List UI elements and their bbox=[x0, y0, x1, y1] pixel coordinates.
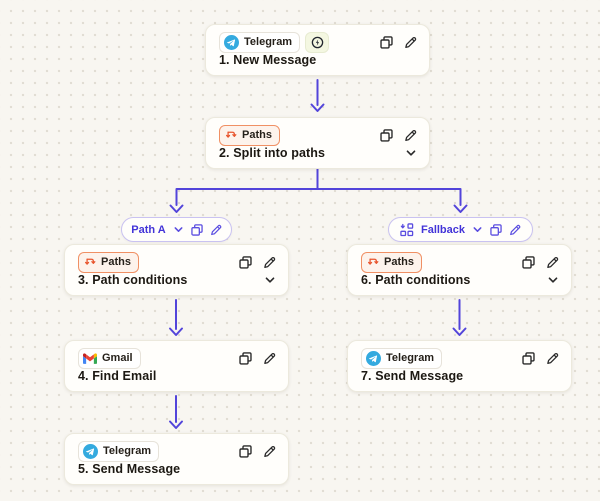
chevron-down-icon[interactable] bbox=[173, 224, 184, 235]
app-badge-label: Paths bbox=[242, 129, 272, 141]
step-card-6-path-conditions[interactable]: Paths 6. Path conditions bbox=[347, 244, 572, 296]
copy-icon[interactable] bbox=[239, 256, 252, 269]
fallback-icon bbox=[400, 222, 414, 237]
app-badge-label: Paths bbox=[101, 256, 131, 268]
gmail-icon bbox=[83, 353, 97, 364]
edit-pencil-icon[interactable] bbox=[404, 36, 417, 49]
app-badge-paths: Paths bbox=[219, 125, 280, 146]
copy-icon[interactable] bbox=[239, 445, 252, 458]
telegram-icon bbox=[366, 351, 381, 366]
step-title: 5. Send Message bbox=[78, 462, 181, 476]
copy-icon[interactable] bbox=[522, 256, 535, 269]
paths-split-icon bbox=[84, 257, 96, 269]
step-title: 1. New Message bbox=[219, 53, 317, 67]
copy-icon[interactable] bbox=[490, 223, 502, 236]
telegram-icon bbox=[224, 35, 239, 50]
step-title: 7. Send Message bbox=[361, 369, 464, 383]
app-badge-label: Paths bbox=[384, 256, 414, 268]
instant-trigger-badge bbox=[305, 32, 330, 53]
step-card-4-find-email[interactable]: Gmail 4. Find Email bbox=[64, 340, 289, 392]
edit-pencil-icon[interactable] bbox=[263, 352, 276, 365]
edit-pencil-icon[interactable] bbox=[546, 352, 559, 365]
edit-pencil-icon[interactable] bbox=[263, 256, 276, 269]
copy-icon[interactable] bbox=[522, 352, 535, 365]
edit-pencil-icon[interactable] bbox=[546, 256, 559, 269]
app-badge-paths: Paths bbox=[78, 252, 139, 273]
branch-label: Path A bbox=[131, 223, 166, 236]
step-card-7-send-message[interactable]: Telegram 7. Send Message bbox=[347, 340, 572, 392]
step-card-1-new-message[interactable]: Telegram 1. New Message bbox=[205, 24, 430, 76]
step-title: 3. Path conditions bbox=[78, 273, 188, 287]
chevron-down-icon[interactable] bbox=[264, 274, 276, 286]
copy-icon[interactable] bbox=[380, 36, 393, 49]
step-title: 4. Find Email bbox=[78, 369, 157, 383]
chevron-down-icon[interactable] bbox=[547, 274, 559, 286]
edit-pencil-icon[interactable] bbox=[210, 224, 222, 236]
app-badge-label: Telegram bbox=[103, 445, 152, 457]
chevron-down-icon[interactable] bbox=[405, 147, 417, 159]
app-badge-telegram: Telegram bbox=[361, 348, 443, 369]
telegram-icon bbox=[83, 444, 98, 459]
edit-pencil-icon[interactable] bbox=[404, 129, 417, 142]
app-badge-telegram: Telegram bbox=[219, 32, 301, 53]
branch-label: Fallback bbox=[420, 223, 466, 236]
chevron-down-icon[interactable] bbox=[472, 224, 483, 235]
step-card-2-split-into-paths[interactable]: Paths 2. Split into paths bbox=[205, 117, 430, 169]
step-title: 2. Split into paths bbox=[219, 146, 326, 160]
app-badge-label: Gmail bbox=[102, 352, 133, 364]
instant-trigger-bolt-icon bbox=[311, 36, 324, 49]
paths-split-icon bbox=[225, 130, 237, 142]
app-badge-paths: Paths bbox=[361, 252, 422, 273]
paths-split-icon bbox=[367, 257, 379, 269]
copy-icon[interactable] bbox=[191, 223, 203, 236]
copy-icon[interactable] bbox=[239, 352, 252, 365]
step-card-5-send-message[interactable]: Telegram 5. Send Message bbox=[64, 433, 289, 485]
app-badge-label: Telegram bbox=[244, 36, 293, 48]
edit-pencil-icon[interactable] bbox=[509, 224, 521, 236]
app-badge-label: Telegram bbox=[386, 352, 435, 364]
app-badge-gmail: Gmail bbox=[78, 348, 141, 369]
copy-icon[interactable] bbox=[380, 129, 393, 142]
branch-pill-fallback[interactable]: Fallback bbox=[388, 217, 533, 242]
app-badge-telegram: Telegram bbox=[78, 441, 160, 462]
step-title: 6. Path conditions bbox=[361, 273, 471, 287]
step-card-3-path-conditions[interactable]: Paths 3. Path conditions bbox=[64, 244, 289, 296]
edit-pencil-icon[interactable] bbox=[263, 445, 276, 458]
branch-pill-path-a[interactable]: Path A bbox=[121, 217, 232, 242]
